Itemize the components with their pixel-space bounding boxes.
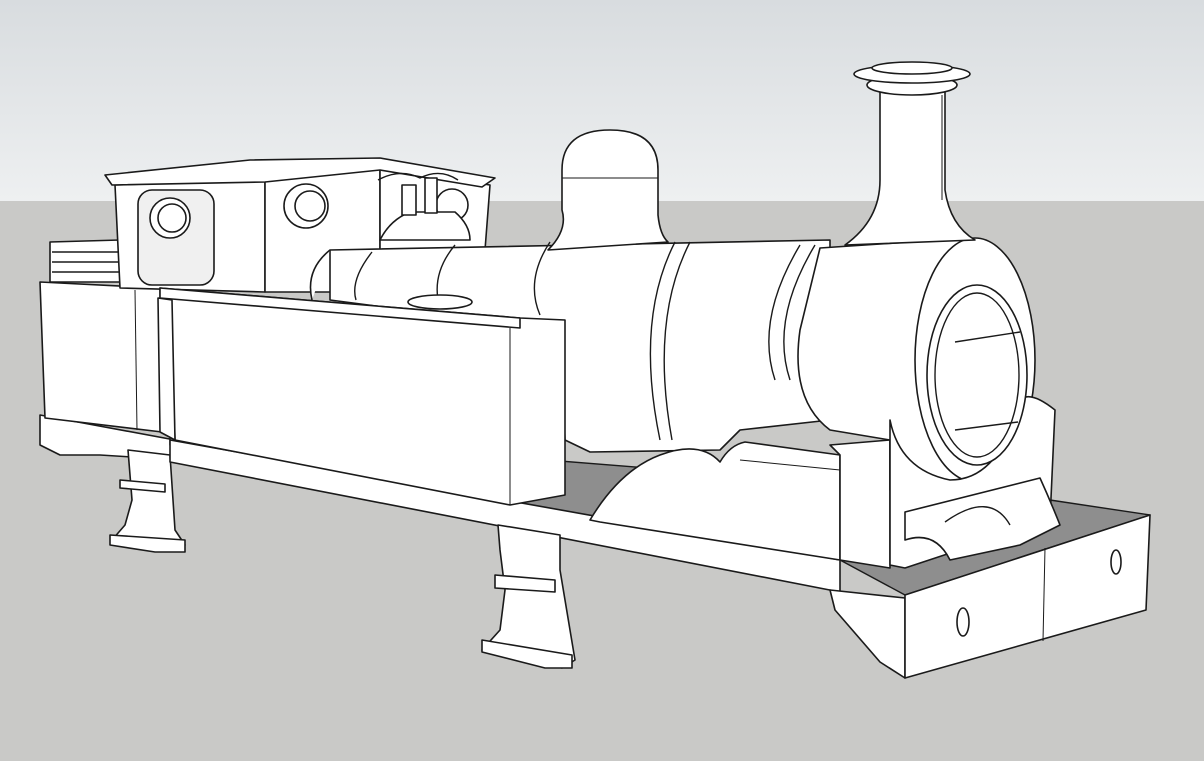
- chimney: [844, 61, 976, 246]
- buffer-hole-left: [956, 607, 970, 637]
- door-hinge-top: [954, 331, 1021, 343]
- smokebox: [797, 237, 1061, 569]
- boiler: [309, 172, 831, 453]
- rear-support-leg: [39, 414, 186, 553]
- front-step: [904, 477, 1061, 561]
- dome: [547, 129, 669, 251]
- front-support-leg: [481, 524, 576, 669]
- door-hinge-bottom: [954, 421, 1019, 431]
- cab: [104, 157, 496, 293]
- side-tank: [157, 287, 566, 506]
- smokebox-door: [926, 284, 1028, 466]
- filler-cap: [407, 294, 473, 310]
- safety-valve: [379, 211, 471, 241]
- buffer-hole-right: [1110, 549, 1122, 575]
- cylinder-cover: [589, 439, 891, 569]
